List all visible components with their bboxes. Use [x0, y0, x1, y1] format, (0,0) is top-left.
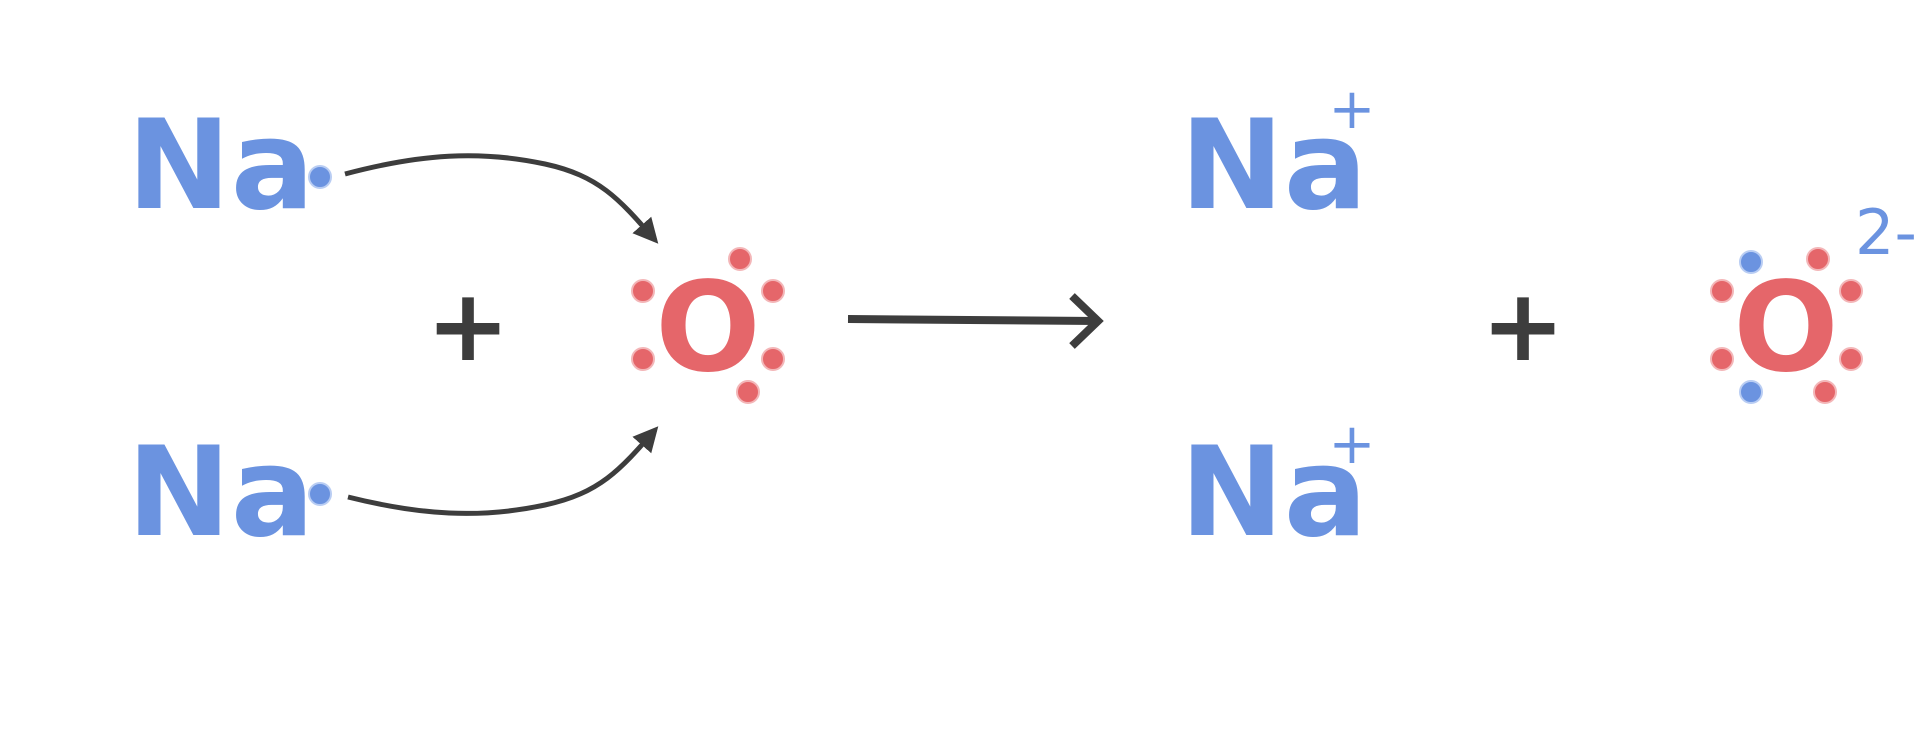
sodium-symbol-bottom: Na — [127, 421, 314, 565]
reactant-plus-sign: + — [426, 267, 510, 384]
sodium-ion-charge-top: + — [1329, 77, 1376, 142]
electron-transfer-arrow-top — [344, 153, 659, 244]
oxide-electron — [1839, 347, 1863, 371]
reactant-sodium-bottom: Na — [127, 421, 332, 565]
oxygen-electron — [761, 347, 785, 371]
transferred-electron — [1739, 380, 1763, 404]
oxide-electron — [1806, 247, 1830, 271]
sodium-ion-symbol-bottom: Na — [1180, 421, 1367, 565]
oxygen-electron — [761, 279, 785, 303]
sodium-valence-electron-bottom — [308, 482, 332, 506]
reaction-arrow-icon — [847, 293, 1104, 349]
transferred-electron — [1739, 250, 1763, 274]
electron-transfer-arrow-bottom — [347, 426, 659, 516]
oxygen-electron — [631, 347, 655, 371]
oxygen-electron — [728, 247, 752, 271]
reactant-sodium-top: Na — [127, 94, 332, 238]
oxide-ion-electrons — [1710, 247, 1863, 404]
oxygen-valence-electrons — [631, 247, 785, 404]
oxide-electron — [1710, 347, 1734, 371]
oxygen-electron — [631, 279, 655, 303]
oxide-electron — [1839, 279, 1863, 303]
oxide-ion-symbol: O — [1733, 256, 1838, 400]
oxygen-symbol: O — [655, 256, 760, 400]
sodium-ion-charge-bottom: + — [1329, 412, 1376, 477]
reactant-oxygen: O — [631, 247, 785, 404]
product-sodium-ion-bottom: Na + — [1180, 412, 1375, 565]
oxide-electron — [1813, 380, 1837, 404]
product-plus-sign: + — [1481, 267, 1565, 384]
oxygen-electron — [736, 380, 760, 404]
product-sodium-ion-top: Na + — [1180, 77, 1375, 238]
product-oxide-ion: O 2- — [1710, 196, 1917, 404]
sodium-valence-electron-top — [308, 165, 332, 189]
oxide-electron — [1710, 279, 1734, 303]
sodium-symbol-top: Na — [127, 94, 314, 238]
oxide-ion-charge: 2- — [1855, 196, 1917, 269]
sodium-ion-symbol-top: Na — [1180, 94, 1367, 238]
